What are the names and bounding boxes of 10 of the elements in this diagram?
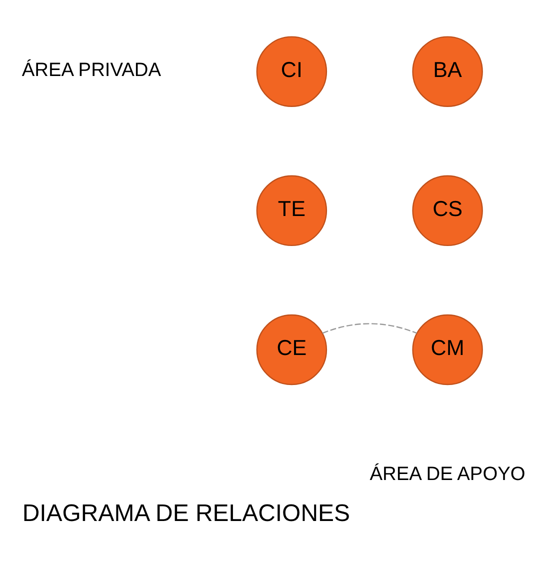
connector (322, 322, 417, 334)
node-circle: CM (412, 314, 483, 385)
diagram-title: DIAGRAMA DE RELACIONES (22, 500, 350, 527)
node-circle: BA (412, 36, 483, 106)
node-circle: TE (256, 174, 328, 246)
label: ÁREA PRIVADA (22, 60, 162, 81)
node-circle: CE (256, 314, 328, 385)
label: ÁREA DE APOYO (370, 464, 526, 485)
node-circle: CI (256, 36, 328, 106)
node-circle: CS (412, 174, 483, 246)
